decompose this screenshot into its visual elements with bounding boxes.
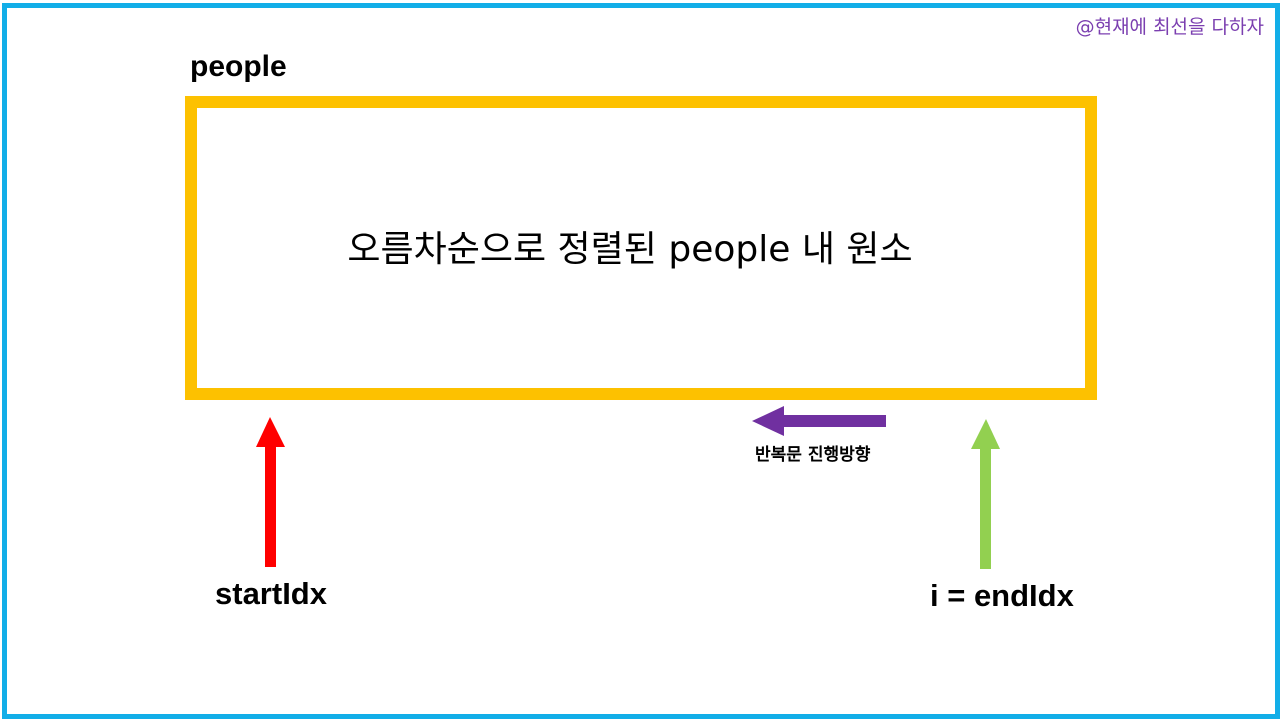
array-box [185, 96, 1097, 400]
slide-frame [2, 3, 1280, 719]
loop-direction-arrow [752, 406, 886, 436]
loop-direction-label: 반복문 진행방향 [755, 445, 871, 465]
start-pointer-arrow [256, 417, 285, 567]
array-description: 오름차순으로 정렬된 people 내 원소 [347, 229, 913, 270]
start-index-label: startIdx [215, 576, 327, 611]
end-pointer-arrow [971, 419, 1000, 569]
array-name-label: people [190, 50, 287, 83]
watermark-text: @현재에 최선을 다하자 [1075, 16, 1264, 38]
end-index-label: i = endIdx [930, 578, 1074, 613]
